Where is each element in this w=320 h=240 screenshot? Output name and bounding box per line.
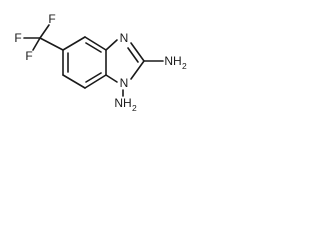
- bond-ring-2: [62, 74, 86, 89]
- bond-cf3-ring: [39, 37, 64, 51]
- atom-label-n1: N: [120, 76, 129, 90]
- bond-ring-6: [62, 36, 86, 51]
- amine-subscript-c2: 2: [182, 61, 187, 71]
- bond-n1-c7a: [105, 74, 118, 83]
- bond-lines: [23, 24, 164, 97]
- bond-ring-5: [84, 36, 107, 51]
- bond-ring-3: [84, 74, 107, 89]
- bond-c3a-n3: [105, 39, 118, 51]
- atom-labels: F F F N N NH 2 NH 2: [14, 12, 187, 113]
- bond-ring-5-inner: [85, 42, 102, 53]
- bond-c2-n1: [130, 60, 145, 80]
- bond-c-f-bottom: [32, 37, 41, 51]
- atom-label-f-top: F: [48, 12, 55, 26]
- amine-subscript-n1: 2: [132, 103, 137, 113]
- amine-group-n1: NH 2: [114, 96, 137, 113]
- atom-label-f-bottom: F: [25, 49, 32, 63]
- amine-label-n1: NH: [114, 96, 131, 110]
- chemical-structure-diagram: F F F N N NH 2 NH 2: [14, 12, 187, 113]
- amine-label-c2: NH: [164, 54, 181, 68]
- bond-n3-c2: [130, 42, 145, 62]
- amine-group-c2: NH 2: [164, 54, 187, 71]
- bond-n3-c2-inner: [127, 47, 139, 63]
- bond-ring-3-inner: [85, 72, 102, 83]
- bond-c-f-top: [39, 24, 50, 39]
- atom-label-f-left: F: [14, 31, 21, 45]
- atom-label-n3: N: [120, 31, 129, 45]
